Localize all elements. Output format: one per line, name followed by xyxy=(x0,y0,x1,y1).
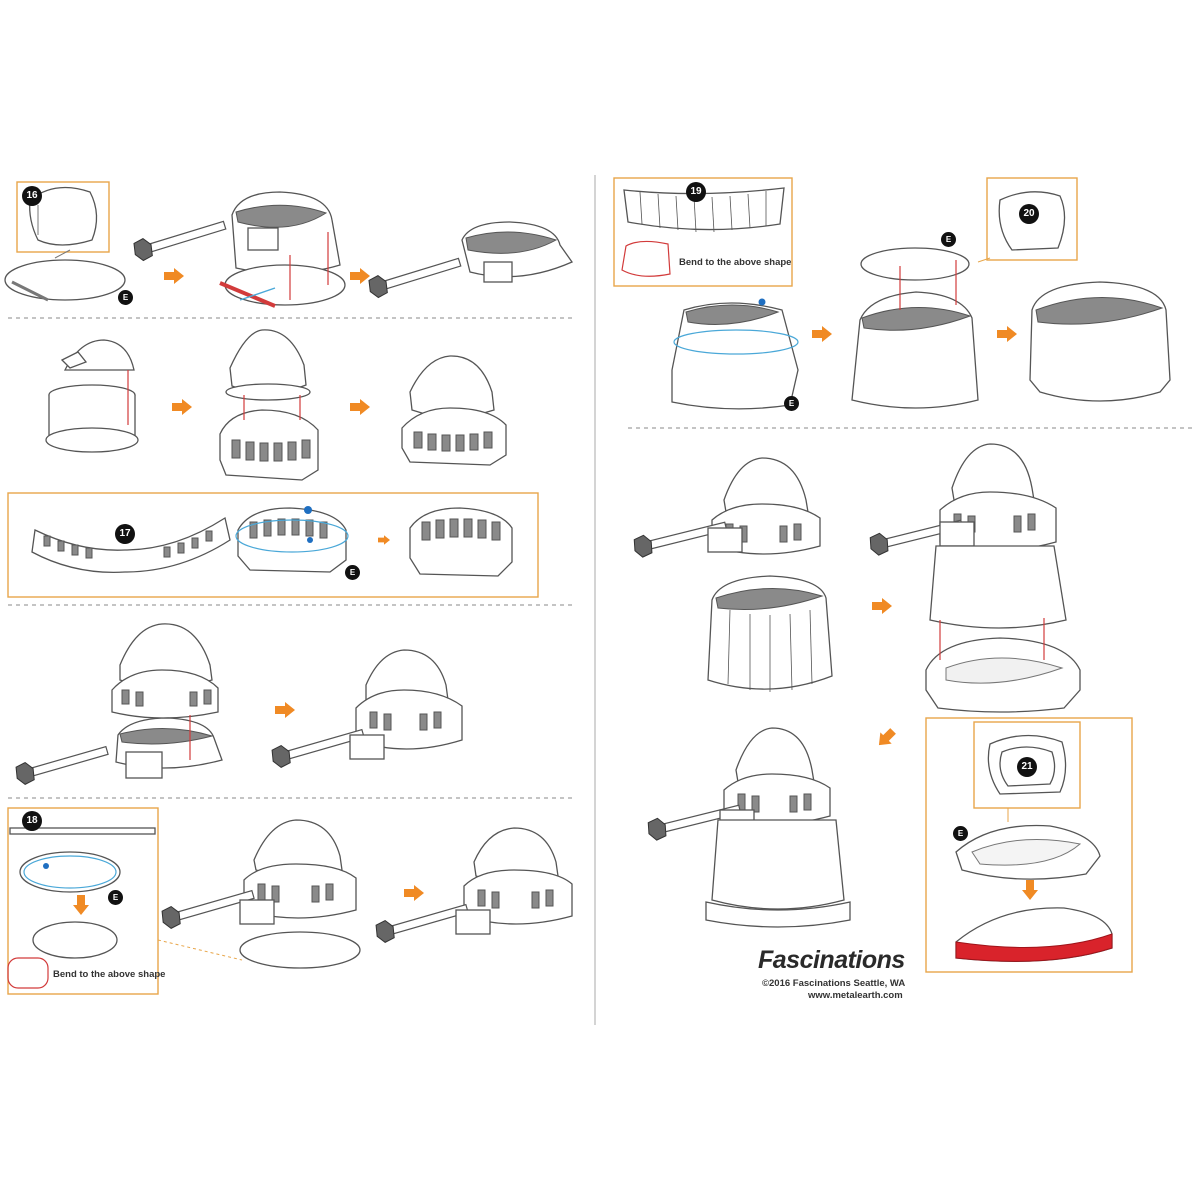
step-number-16: 16 xyxy=(22,186,42,206)
part-e-badge: E xyxy=(941,232,956,247)
step-number-19: 19 xyxy=(686,182,706,202)
part-e-badge: E xyxy=(108,890,123,905)
step-number-17: 17 xyxy=(115,524,135,544)
part-e-badge: E xyxy=(953,826,968,841)
part-e-badge: E xyxy=(345,565,360,580)
copyright-text: ©2016 Fascinations Seattle, WA xyxy=(762,978,906,989)
brand-logo: Fascinations xyxy=(758,946,905,974)
bend-note-step-18: Bend to the above shape xyxy=(53,969,166,980)
part-e-badge: E xyxy=(784,396,799,411)
website-text: www.metalearth.com xyxy=(808,990,903,1001)
step-number-18: 18 xyxy=(22,811,42,831)
bend-note-step-19: Bend to the above shape xyxy=(679,257,792,268)
part-e-badge: E xyxy=(118,290,133,305)
step-number-21: 21 xyxy=(1017,757,1037,777)
step-number-20: 20 xyxy=(1019,204,1039,224)
